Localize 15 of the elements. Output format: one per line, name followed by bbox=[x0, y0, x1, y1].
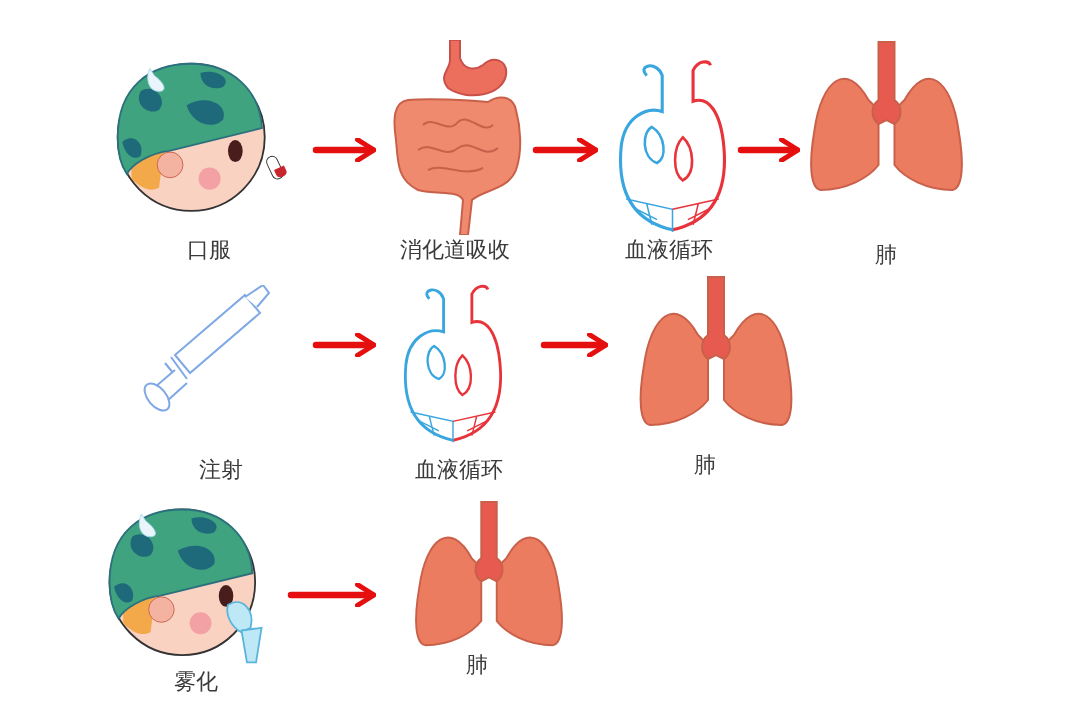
arrow bbox=[312, 137, 377, 163]
step-label: 血液循环 bbox=[414, 456, 504, 484]
step-label: 雾化 bbox=[173, 668, 219, 696]
arrow bbox=[737, 137, 801, 163]
arrow bbox=[532, 137, 599, 163]
arrow bbox=[312, 332, 377, 358]
arrow bbox=[287, 582, 377, 608]
arrow bbox=[540, 332, 609, 358]
step-label: 口服 bbox=[185, 236, 232, 264]
step-label: 血液循环 bbox=[623, 236, 714, 264]
step-label: 肺 bbox=[464, 651, 489, 679]
step-label: 注射 bbox=[198, 456, 244, 484]
step-label: 消化道吸收 bbox=[399, 236, 511, 264]
step-label: 肺 bbox=[874, 241, 898, 269]
step-label: 肺 bbox=[693, 451, 717, 479]
